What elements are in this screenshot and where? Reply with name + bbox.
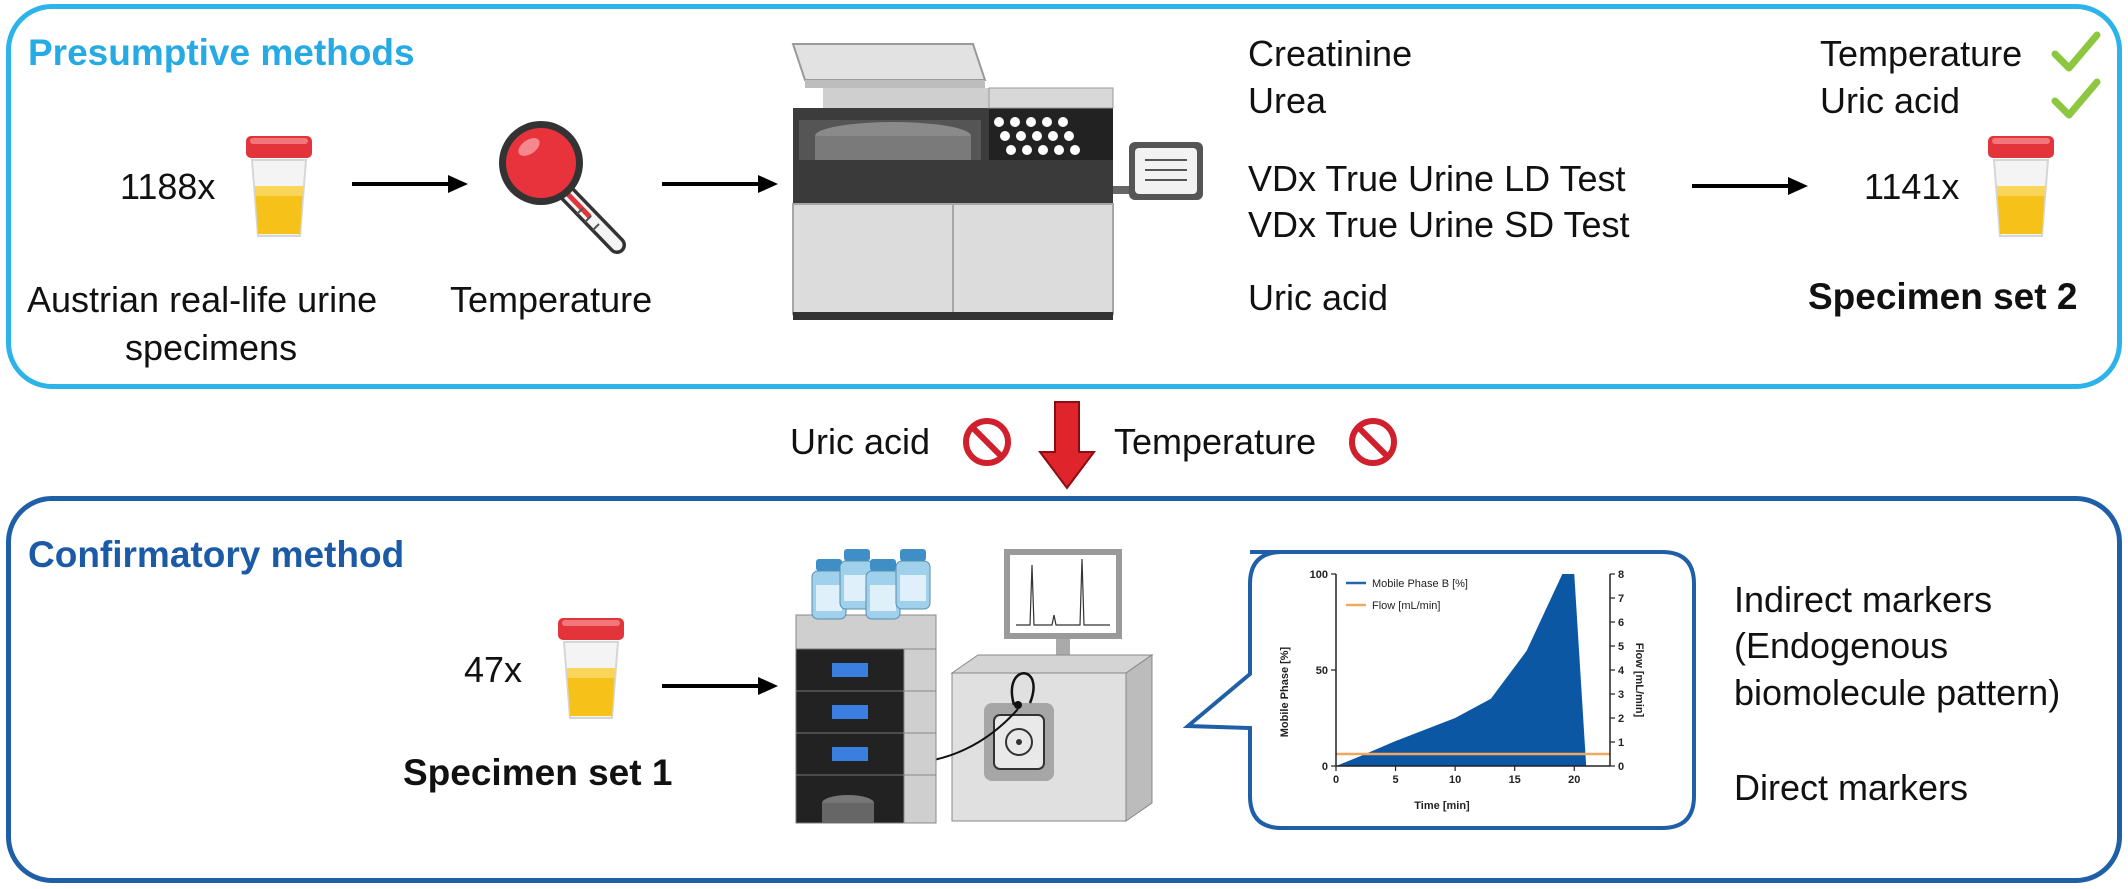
marker-indirect: Indirect markers — [1734, 579, 1993, 620]
y-tick-label-right: 6 — [1618, 617, 1624, 629]
legend-flow: Flow [mL/min] — [1372, 600, 1440, 612]
y-tick-label-right: 7 — [1618, 593, 1624, 605]
y-tick-label-left: 50 — [1316, 665, 1328, 677]
analyte-vdx-sd: VDx True Urine SD Test — [1248, 204, 1630, 245]
y-tick-label-right: 8 — [1618, 569, 1624, 581]
prohibited-icon — [963, 418, 1011, 466]
temperature-label: Temperature — [450, 279, 653, 320]
confirmatory-input-count: 47x — [464, 649, 523, 690]
presumptive-panel — [6, 4, 2122, 389]
y-tick-label-right: 0 — [1618, 761, 1624, 773]
checkmark-icon — [2051, 31, 2101, 72]
legend-mobile-phase: Mobile Phase B [%] — [1372, 578, 1468, 590]
arrow-right — [352, 175, 468, 193]
y-tick-label-left: 0 — [1322, 761, 1328, 773]
transition-temperature-label: Temperature — [1114, 421, 1317, 462]
analyte-vdx-ld: VDx True Urine LD Test — [1248, 158, 1626, 199]
x-axis-label: Time [min] — [1414, 800, 1470, 812]
marker-endogenous: (Endogenous — [1734, 625, 1949, 666]
marker-biomolecule-pattern: biomolecule pattern) — [1734, 672, 2061, 713]
lc-ms-instrument-icon — [795, 549, 1154, 824]
checkmark-icon — [2051, 78, 2101, 119]
thermometer-icon — [499, 121, 626, 254]
input-count: 1188x — [120, 166, 216, 207]
specimen-set-1-label: Specimen set 1 — [403, 752, 673, 793]
x-tick-label: 0 — [1333, 774, 1339, 786]
output-count: 1141x — [1864, 166, 1960, 207]
arrow-right — [662, 175, 778, 193]
gradient-chart: 0 5 10 15 20 0 50 100 0 1 2 3 4 5 6 7 8 Mobile Phase [%]… — [1279, 569, 1645, 812]
input-label-line1: Austrian real-life urine — [27, 279, 378, 320]
input-label-line2: specimens — [125, 327, 298, 368]
prohibited-icon — [1349, 418, 1397, 466]
analyte-creatinine: Creatinine — [1248, 33, 1413, 74]
y-tick-label-right: 1 — [1618, 737, 1624, 749]
x-tick-label: 20 — [1568, 774, 1580, 786]
analyte-uric-acid: Uric acid — [1248, 277, 1389, 318]
specimen-set-2-label: Specimen set 2 — [1808, 276, 2078, 317]
x-tick-label: 10 — [1449, 774, 1461, 786]
arrow-right — [1692, 177, 1808, 195]
analyte-urea: Urea — [1248, 80, 1327, 121]
presumptive-heading: Presumptive methods — [28, 32, 415, 73]
urine-cup-icon — [246, 136, 312, 237]
y-tick-label-left: 100 — [1310, 569, 1328, 581]
x-tick-label: 15 — [1509, 774, 1521, 786]
confirmatory-heading: Confirmatory method — [28, 534, 405, 575]
y-tick-label-right: 5 — [1618, 641, 1624, 653]
mobile-phase-area — [1336, 574, 1587, 766]
urine-cup-icon — [558, 618, 624, 719]
check-temperature-label: Temperature — [1820, 33, 2023, 74]
marker-direct: Direct markers — [1734, 767, 1969, 808]
y-tick-label-right: 3 — [1618, 689, 1624, 701]
confirmatory-panel — [6, 496, 2122, 883]
transition-uric-acid-label: Uric acid — [790, 421, 931, 462]
check-uric-acid-label: Uric acid — [1820, 80, 1961, 121]
x-tick-label: 5 — [1393, 774, 1399, 786]
arrow-right — [662, 677, 778, 695]
y-axis-label-left: Mobile Phase [%] — [1279, 646, 1291, 737]
plot-area: 0 5 10 15 20 0 50 100 0 1 2 3 4 5 6 7 8 — [1310, 569, 1625, 786]
y-axis-label-right: Flow [mL/min] — [1633, 643, 1645, 718]
down-arrow-icon — [1038, 401, 1096, 490]
y-tick-label-right: 2 — [1618, 713, 1624, 725]
y-tick-label-right: 4 — [1618, 665, 1625, 677]
urine-cup-icon — [1988, 136, 2054, 237]
clinical-analyzer-icon — [791, 43, 1203, 320]
